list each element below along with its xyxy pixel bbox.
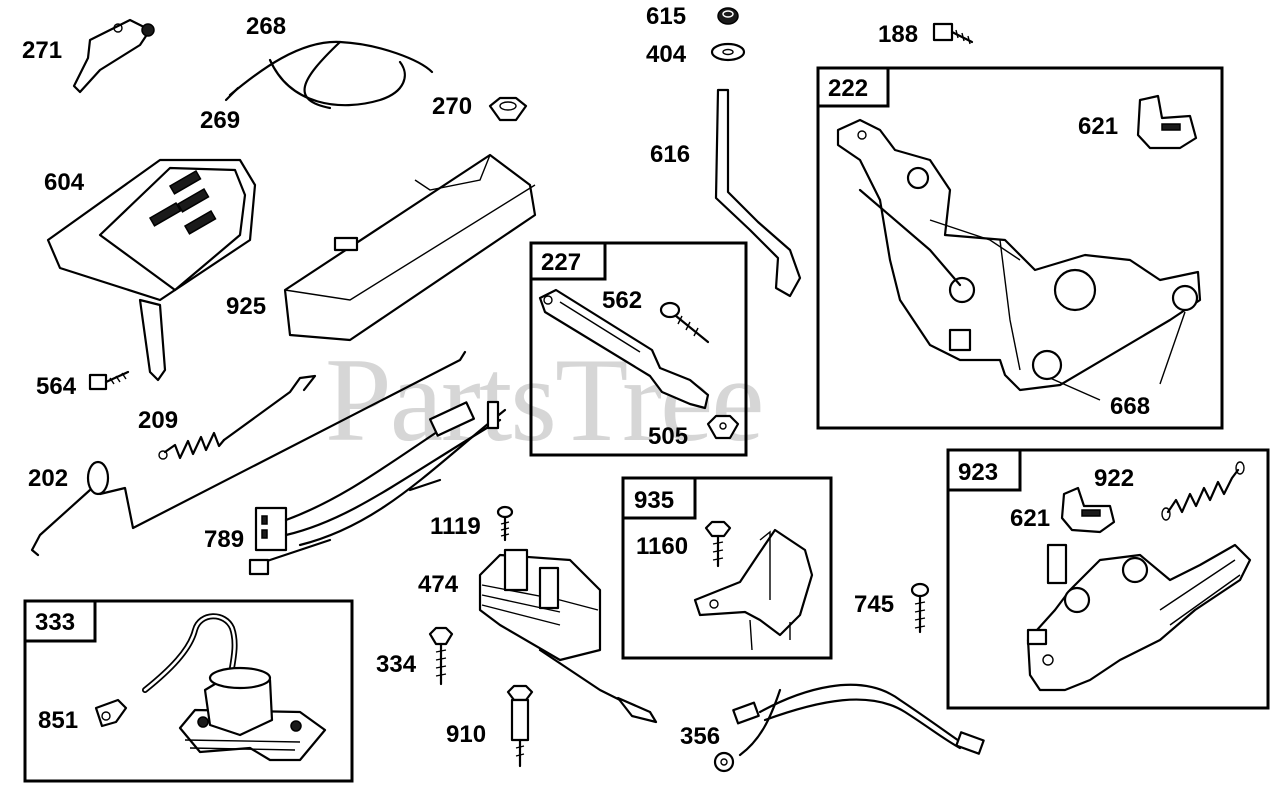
kit-935-box [621,476,833,660]
part-333-ignition-coil[interactable] [142,613,327,762]
part-1160-screw[interactable] [704,520,732,568]
leader-668-b [1159,311,1186,385]
kit-227-tag [529,241,607,281]
callout-505: 505 [648,423,688,450]
callout-271: 271 [22,37,62,64]
callout-474: 474 [418,571,459,598]
callout-1160: 1160 [636,533,688,560]
callout-333: 333 [35,609,75,636]
callout-604: 604 [44,169,85,196]
callout-616: 616 [650,141,690,168]
part-268-cable[interactable] [224,40,434,110]
part-621-clip-b[interactable] [1060,486,1116,534]
part-851-clip[interactable] [94,698,128,728]
callout-925: 925 [226,293,266,320]
kit-222-box [816,66,1224,430]
part-925-filter[interactable] [283,153,537,342]
kit-333-box [23,599,354,783]
part-604-cover[interactable] [46,158,257,382]
part-271-bracket[interactable] [72,18,155,94]
part-334-bolt[interactable] [428,626,454,686]
kit-935-tag [621,476,697,520]
part-270-nut[interactable] [488,96,528,122]
leader-668 [1049,377,1101,401]
part-910-stud[interactable] [506,684,534,768]
part-789-harness[interactable] [248,400,507,576]
part-227-bracket[interactable] [538,288,710,410]
kit-923-box [946,448,1270,710]
part-202-link[interactable] [30,350,467,557]
callout-334: 334 [376,651,417,678]
part-188-bolt[interactable] [932,22,974,45]
callout-188: 188 [878,21,918,48]
callout-209: 209 [138,407,178,434]
part-922-spring[interactable] [1161,461,1245,521]
callout-745: 745 [854,591,894,618]
part-564-screw[interactable] [88,370,130,391]
callout-668: 668 [1110,393,1150,420]
callout-356: 356 [680,723,720,750]
callout-621-b: 621 [1010,505,1050,532]
callout-222: 222 [828,75,868,102]
part-621-clip-a[interactable] [1136,94,1198,150]
part-209-spring[interactable] [158,374,317,460]
callout-910: 910 [446,721,486,748]
callout-615: 615 [646,3,686,30]
callout-935: 935 [634,487,674,514]
kit-222-tag [816,66,890,108]
callout-923: 923 [958,459,998,486]
callout-227: 227 [541,249,581,276]
callout-202: 202 [28,465,68,492]
callout-562: 562 [602,287,642,314]
callout-564: 564 [36,373,77,400]
kit-333-tag [23,599,97,643]
part-505-nut[interactable] [706,414,740,440]
part-745-bolt[interactable] [910,582,930,634]
part-474-armature[interactable] [478,548,658,724]
callout-269: 269 [200,107,240,134]
callout-789: 789 [204,526,244,553]
callout-621-a: 621 [1078,113,1118,140]
part-222-control-assembly[interactable] [836,118,1202,392]
part-356-wire[interactable] [713,683,985,773]
kit-923-tag [946,448,1022,492]
callout-922: 922 [1094,465,1134,492]
callout-1119: 1119 [430,513,481,540]
callout-268: 268 [246,13,286,40]
part-1119-screw[interactable] [496,505,514,542]
part-616-shaft[interactable] [714,88,802,298]
part-923-control-assembly[interactable] [1026,543,1252,692]
part-935-bracket[interactable] [693,528,814,651]
part-404-washer[interactable] [710,42,746,62]
kit-227-box [529,241,748,457]
part-615-nut[interactable] [717,7,739,25]
callout-270: 270 [432,93,472,120]
callout-851: 851 [38,707,78,734]
callout-404: 404 [646,41,687,68]
part-562-screw[interactable] [659,301,710,344]
